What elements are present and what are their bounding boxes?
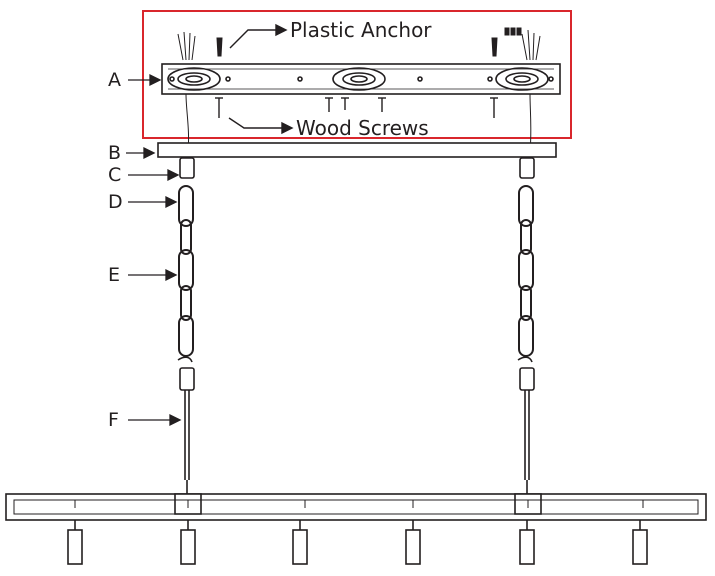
pendant-lights (67, 520, 648, 565)
label-a: A (108, 69, 121, 91)
plastic-anchors (216, 27, 522, 57)
rod-connectors (177, 356, 535, 391)
wood-screws-callout: Wood Screws (296, 116, 429, 140)
fixture-bar (5, 493, 707, 521)
couplings (179, 157, 535, 179)
plastic-anchor-callout: Plastic Anchor (290, 18, 432, 42)
wood-screws (215, 97, 498, 118)
label-c: C (108, 164, 122, 186)
chains (178, 185, 534, 357)
down-rods (184, 390, 530, 494)
label-e: E (108, 264, 121, 286)
canopy (157, 142, 557, 158)
label-f: F (108, 409, 119, 431)
hardware-highlight-box (142, 10, 572, 139)
mounting-plate (161, 63, 561, 95)
label-leaders (126, 73, 182, 427)
callout-arrows (228, 23, 294, 135)
label-b: B (108, 142, 122, 164)
label-d: D (108, 191, 123, 213)
